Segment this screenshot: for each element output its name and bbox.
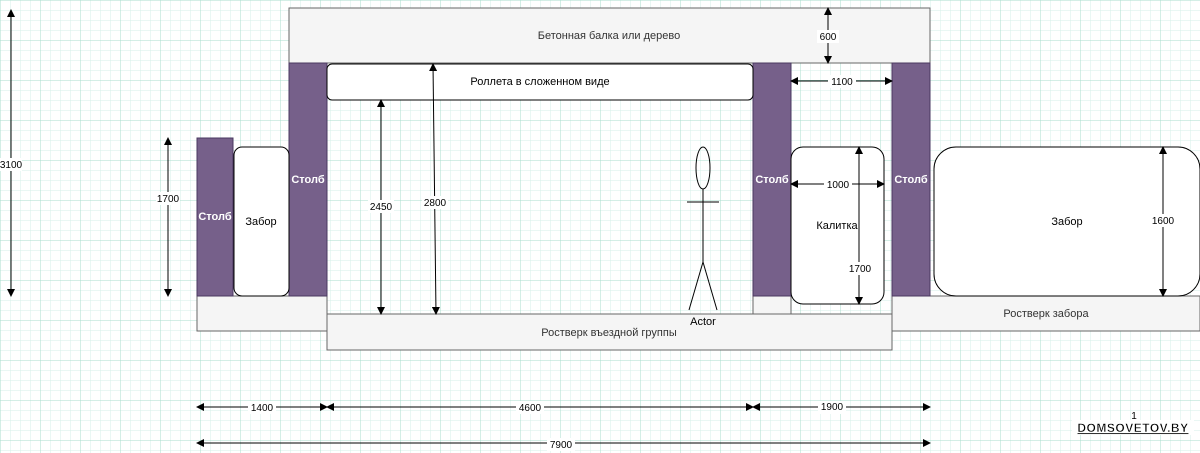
actor-label: Actor (690, 316, 716, 328)
dim-1000-label: 1000 (827, 180, 850, 191)
dim-1100-label: 1100 (831, 77, 853, 88)
fence-left (233, 146, 290, 297)
foundation-right-stub (752, 295, 792, 315)
foundation-fence (891, 295, 1200, 332)
dim-1900-label: 1900 (821, 402, 844, 413)
dim-1700-left-label: 1700 (157, 194, 180, 205)
foundation-entry (326, 313, 893, 351)
dim-7900-label: 7900 (550, 440, 573, 451)
post-right-label: Столб (894, 174, 927, 186)
foundation-fence-label: Ростверк забора (1003, 308, 1089, 320)
foundation-left (196, 295, 328, 332)
post-middle-label: Столб (755, 174, 788, 186)
post-far-left (196, 137, 234, 297)
post-middle (752, 62, 792, 297)
roller-label: Роллета в сложенном виде (470, 76, 609, 88)
post-far-left-label: Столб (198, 211, 231, 223)
beam-label: Бетонная балка или дерево (538, 30, 680, 42)
dim-1700-gate-label: 1700 (849, 264, 872, 275)
dim-600-label: 600 (820, 32, 837, 43)
dim-3100-label: 3100 (0, 160, 23, 171)
dim-2450-label: 2450 (370, 202, 393, 213)
dim-1400-label: 1400 (251, 403, 274, 414)
dim-4600-label: 4600 (519, 403, 542, 414)
post-right (891, 62, 931, 297)
fence-left-label: Забор (245, 216, 276, 228)
fence-right-label: Забор (1051, 216, 1082, 228)
dim-2800-line (429, 63, 440, 315)
fence-right (933, 146, 1200, 297)
post-left-label: Столб (291, 174, 324, 186)
dim-1600-label: 1600 (1152, 216, 1175, 227)
gate-label: Калитка (816, 220, 858, 232)
foundation-entry-label: Ростверк въездной группы (541, 327, 677, 339)
watermark: DOMSOVETOV.BY (1077, 421, 1188, 435)
actor-figure (687, 146, 719, 311)
dim-2800-label: 2800 (424, 198, 447, 209)
watermark-box (1072, 420, 1194, 435)
page-number: 1 (1131, 411, 1137, 422)
